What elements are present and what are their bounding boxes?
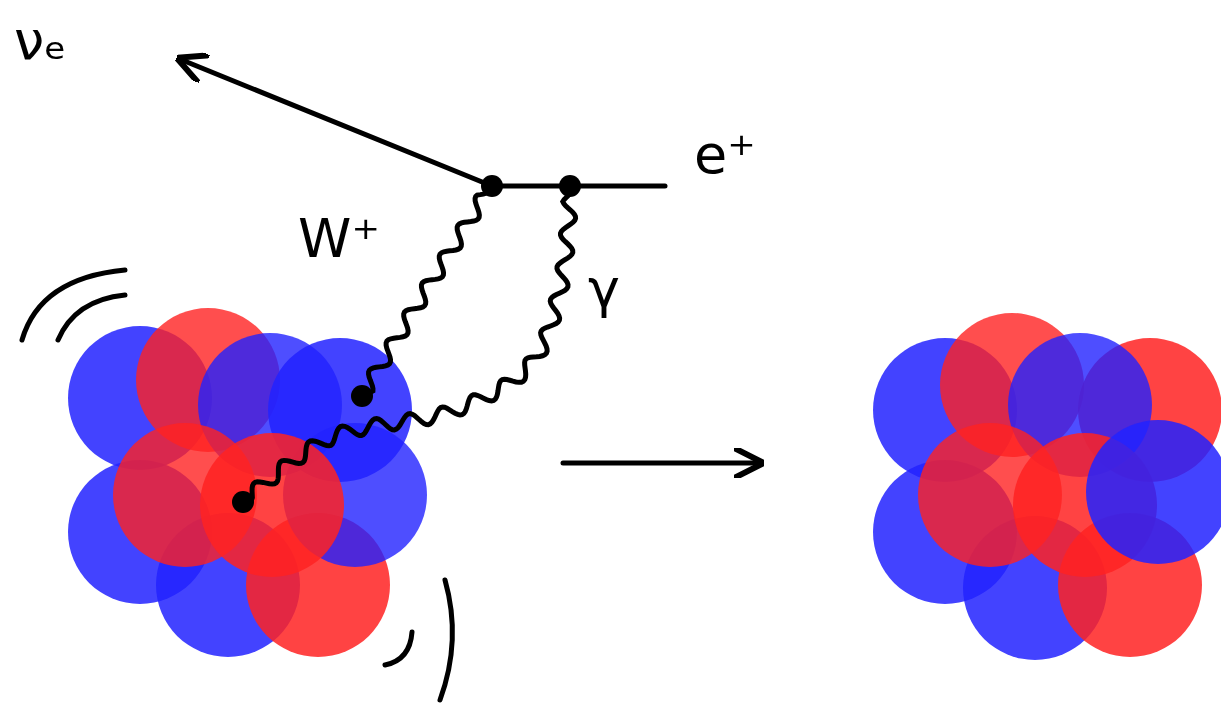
photon-line xyxy=(243,192,576,502)
vertex xyxy=(481,175,503,197)
nucleus-initial xyxy=(68,308,427,657)
vibration-arc xyxy=(58,295,125,340)
nucleus-final xyxy=(873,313,1221,660)
vertex xyxy=(351,385,373,407)
vertex xyxy=(232,491,254,513)
vibration-arc xyxy=(440,580,452,700)
proton xyxy=(200,433,344,577)
neutron xyxy=(1086,420,1221,564)
positron-label: e⁺ xyxy=(694,128,756,182)
w-boson-line xyxy=(362,190,488,396)
neutrino-label: νₑ xyxy=(14,14,67,68)
vertex xyxy=(559,175,581,197)
w-boson-label: W⁺ xyxy=(298,212,380,266)
vibration-marks xyxy=(22,270,452,700)
vibration-arc xyxy=(385,632,412,665)
neutrino-line xyxy=(182,60,492,186)
reaction-arrow xyxy=(563,461,758,466)
vibration-arc xyxy=(22,270,125,340)
photon-label: γ xyxy=(588,262,620,316)
